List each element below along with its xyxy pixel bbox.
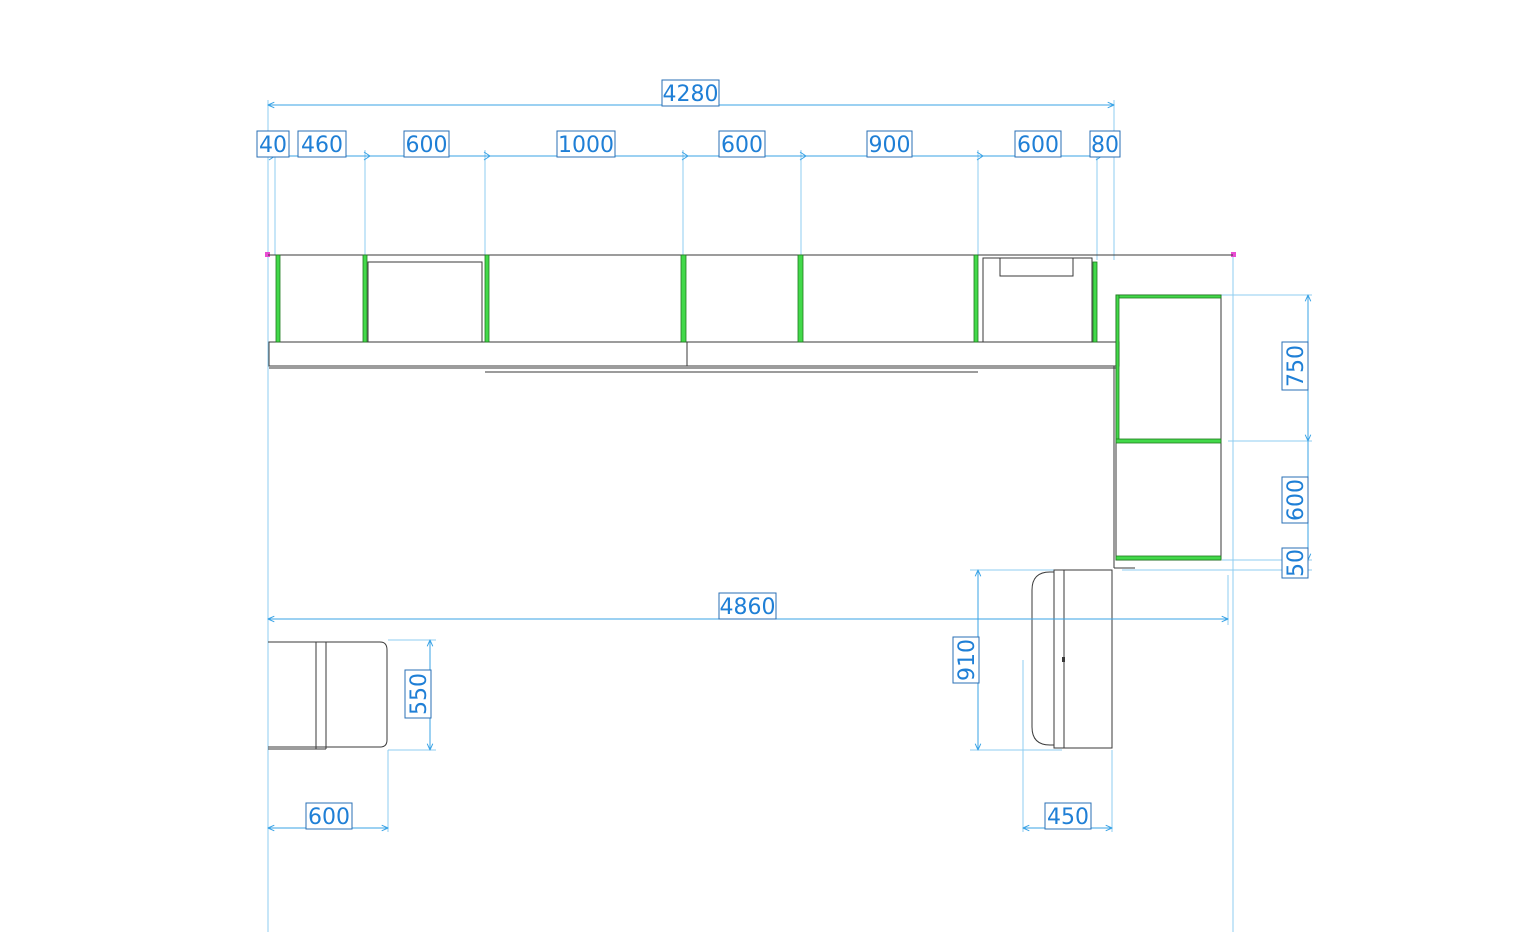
dimension-segment-5: 600 (718, 130, 766, 158)
svg-text:4860: 4860 (720, 595, 776, 620)
svg-text:600: 600 (308, 805, 350, 830)
svg-text:1000: 1000 (558, 133, 614, 158)
svg-text:750: 750 (1284, 345, 1309, 387)
corner-marker-right (1231, 252, 1236, 257)
corner-marker-left (265, 252, 270, 257)
svg-text:600: 600 (406, 133, 448, 158)
svg-text:900: 900 (869, 133, 911, 158)
dimension-left-unit-width: 600 (305, 802, 353, 830)
dimension-segment-1: 40 (256, 130, 290, 158)
dimension-right-2: 600 (1281, 476, 1309, 524)
dimension-left-unit-depth: 550 (404, 669, 432, 719)
dimension-right-1: 750 (1281, 341, 1309, 391)
dimension-segment-4: 1000 (556, 130, 616, 158)
right-appliance (1031, 569, 1113, 749)
svg-text:460: 460 (301, 133, 343, 158)
dimension-right-unit-width: 450 (1044, 802, 1092, 830)
dimension-segment-6: 900 (866, 130, 913, 158)
svg-text:4280: 4280 (663, 82, 719, 107)
dimension-overall-bottom: 4860 (718, 592, 777, 620)
dimension-segment-8: 80 (1089, 130, 1121, 158)
right-cabinet-column (1113, 294, 1222, 569)
svg-text:600: 600 (1017, 133, 1059, 158)
dimension-segment-3: 600 (403, 130, 450, 158)
svg-text:910: 910 (955, 639, 980, 681)
svg-text:550: 550 (407, 673, 432, 715)
dimension-segment-7: 600 (1014, 130, 1062, 158)
dimension-segment-2: 460 (297, 130, 347, 158)
svg-text:600: 600 (1284, 479, 1309, 521)
dimension-lines (268, 105, 1308, 828)
left-appliance (268, 641, 388, 750)
cabinet-side-panels (275, 254, 1098, 343)
dimension-right-unit-depth: 910 (952, 636, 980, 684)
svg-text:450: 450 (1047, 805, 1089, 830)
dimension-overall-top: 4280 (661, 79, 720, 107)
dimension-right-3: 50 (1281, 547, 1309, 579)
svg-text:50: 50 (1284, 549, 1309, 577)
svg-text:40: 40 (259, 133, 287, 158)
top-cabinet-run (268, 254, 1233, 373)
svg-text:600: 600 (721, 133, 763, 158)
extension-lines (267, 100, 1312, 932)
svg-text:80: 80 (1091, 133, 1119, 158)
